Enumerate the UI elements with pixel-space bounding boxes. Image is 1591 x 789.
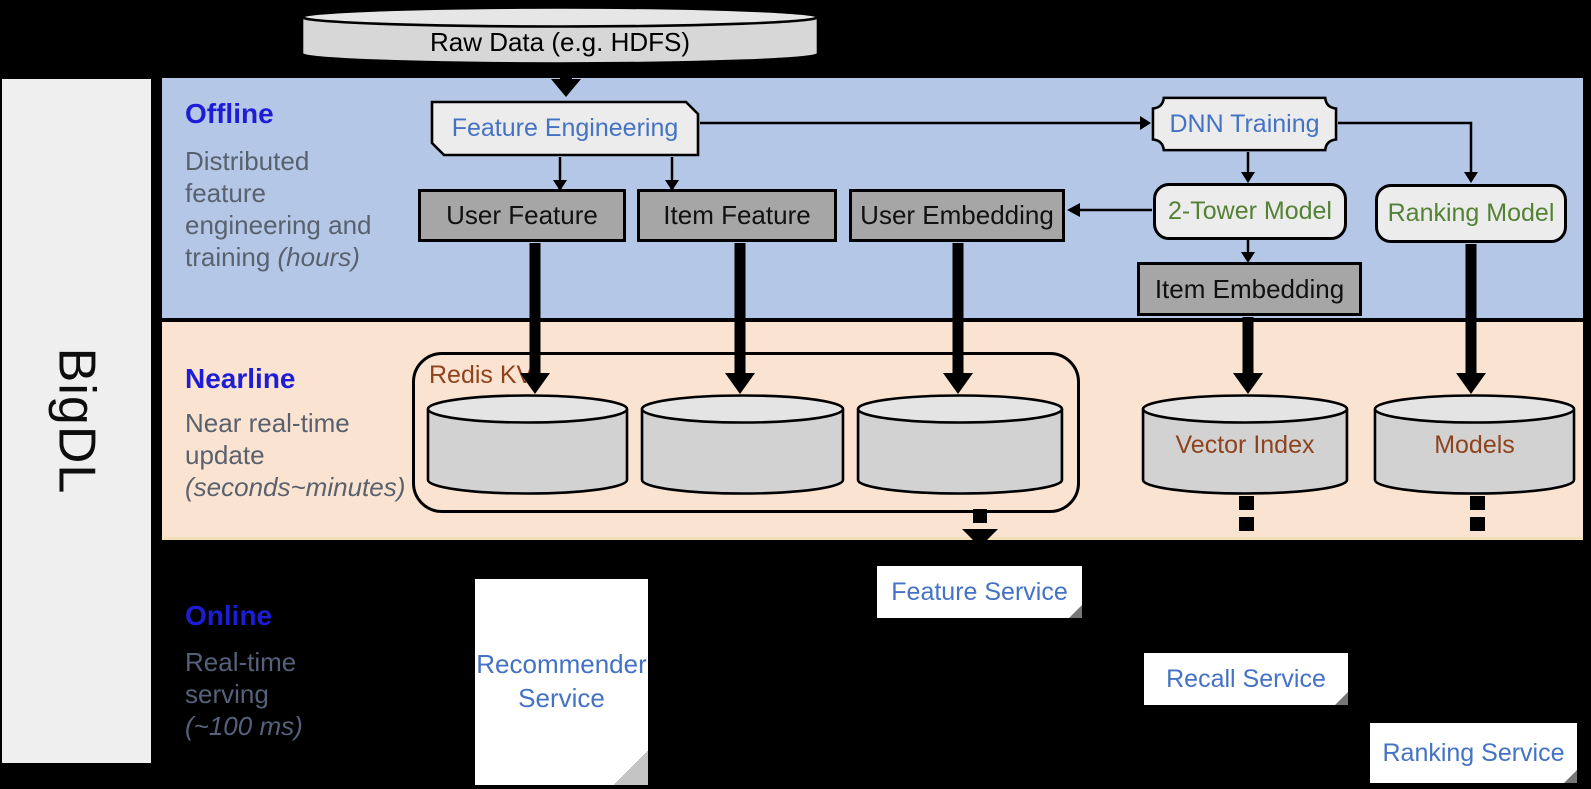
database-cylinder-icon [1141, 394, 1349, 495]
two-tower-model-node: 2-Tower Model [1153, 183, 1347, 240]
ranking-model-node: Ranking Model [1375, 184, 1567, 243]
redis-shard-cylinder-1 [425, 393, 630, 497]
database-cylinder-icon [856, 394, 1064, 495]
vector-index-label: Vector Index [1175, 431, 1315, 459]
item-feature-node: Item Feature [637, 189, 837, 242]
redis-kv-container: Redis KV [412, 352, 1080, 513]
plaque-shape [1151, 96, 1338, 152]
item-embedding-label: Item Embedding [1154, 273, 1345, 304]
page-fold-icon [1564, 770, 1577, 783]
ranking-model-label: Ranking Model [1387, 199, 1555, 227]
snip-corner-shape [430, 100, 700, 157]
user-embedding-label: User Embedding [860, 200, 1054, 230]
recommender-service-node: Recommender Service [475, 579, 648, 785]
models-store: Models [1372, 393, 1577, 497]
redis-shard-cylinder-2 [639, 393, 846, 497]
item-feature-label: Item Feature [663, 200, 811, 230]
recommender-service-label: Recommender Service [476, 649, 647, 713]
offline-description: Distributed feature engineering and trai… [185, 146, 372, 272]
models-label: Models [1434, 431, 1515, 459]
recall-service-node: Recall Service [1144, 653, 1348, 705]
feature-service-label: Feature Service [891, 577, 1068, 606]
ranking-service-node: Ranking Service [1370, 723, 1577, 783]
feature-engineering-node: Feature Engineering [430, 100, 700, 157]
raw-data-store: Raw Data (e.g. HDFS) [300, 6, 820, 68]
feature-service-node: Feature Service [877, 566, 1082, 618]
online-heading: Online [185, 600, 273, 631]
user-feature-label: User Feature [446, 200, 598, 230]
ranking-service-label: Ranking Service [1382, 738, 1565, 767]
two-tower-model-label: 2-Tower Model [1168, 197, 1332, 225]
page-fold-icon [1335, 692, 1348, 705]
dnn-training-label: DNN Training [1169, 109, 1320, 138]
database-cylinder-icon [640, 394, 845, 495]
recall-service-label: Recall Service [1166, 664, 1326, 693]
online-description: Real-time serving (~100 ms) [185, 647, 303, 741]
dnn-training-node: DNN Training [1151, 96, 1338, 152]
nearline-heading: Nearline [185, 363, 296, 394]
database-cylinder-icon [426, 394, 629, 495]
user-feature-node: User Feature [418, 189, 626, 242]
document-shape [475, 579, 648, 785]
feature-engineering-label: Feature Engineering [451, 114, 679, 142]
redis-kv-label: Redis KV [429, 361, 534, 389]
page-fold-icon [1069, 605, 1082, 618]
bigdl-logo: BigDL [47, 347, 106, 495]
database-cylinder-icon [1373, 394, 1576, 495]
nearline-description: Near real-time update (seconds~minutes) [185, 408, 406, 502]
bigdl-sidebar: BigDL [2, 79, 151, 763]
user-embedding-node: User Embedding [849, 189, 1065, 242]
raw-data-label: Raw Data (e.g. HDFS) [429, 26, 691, 57]
vector-index-store: Vector Index [1140, 393, 1350, 497]
redis-shard-cylinder-3 [855, 393, 1065, 497]
database-cylinder-icon [300, 6, 820, 65]
offline-heading: Offline [185, 98, 274, 129]
item-embedding-node: Item Embedding [1137, 262, 1362, 316]
